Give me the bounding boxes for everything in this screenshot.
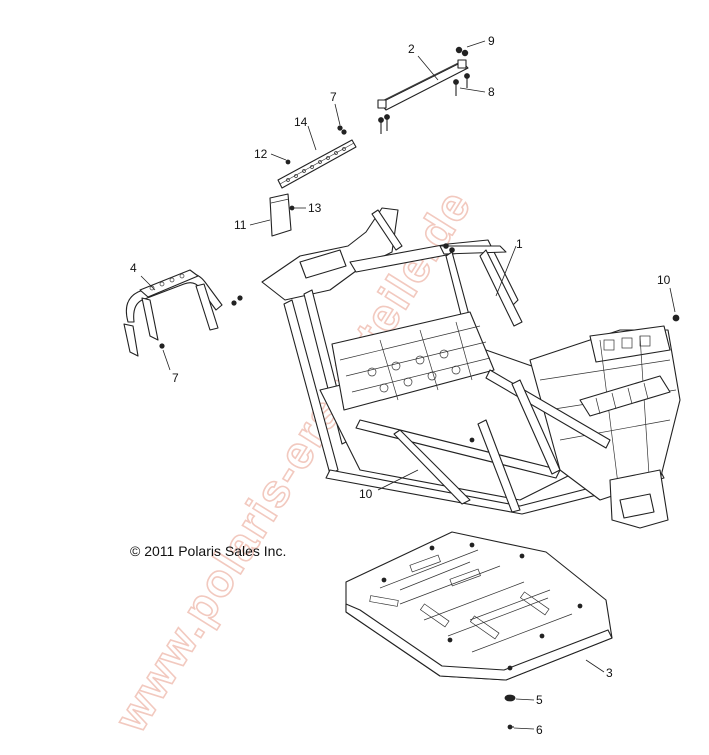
callout-3: 3 [606,666,613,680]
skid-plate-holes [381,542,583,671]
part-13-clip [289,205,295,211]
callout-12: 12 [254,147,268,161]
part-6-screw [507,724,514,730]
part-8-bolt [453,73,470,96]
callout-5: 5 [536,693,543,707]
part-10-nut-right [672,314,680,322]
part-2-cross-bar [377,46,470,134]
callout-2: 2 [408,42,415,56]
part-7-screw-bumper [159,343,165,349]
part-3-skid-plate [345,531,613,681]
part-12-rivet [285,159,291,165]
callout-9: 9 [488,34,495,48]
callout-labels: 2 9 8 7 14 12 13 11 1 4 10 7 10 3 5 6 [130,34,671,737]
callout-13: 13 [308,201,322,215]
part-7-screw-pair-top [378,114,390,134]
callout-14: 14 [294,115,308,129]
copyright-text: © 2011 Polaris Sales Inc. [130,543,286,559]
callout-7-top: 7 [330,90,337,104]
leader-lines [140,40,676,730]
part-5-washer [504,694,516,702]
part-9-nut [455,46,469,57]
callout-8: 8 [488,85,495,99]
callout-4: 4 [130,261,137,275]
part-11-shield [269,193,295,237]
part-4-bumper [123,269,243,357]
part-7-screw-plate [337,125,347,135]
part-1-main-frame [261,207,681,529]
callout-7-bumper: 7 [172,371,179,385]
callout-10-lower: 10 [359,487,373,501]
callout-10-right: 10 [657,273,671,287]
callout-6: 6 [536,723,543,737]
part-14-slotted-plate [277,125,357,189]
callout-11: 11 [234,218,247,232]
callout-1: 1 [516,237,523,251]
